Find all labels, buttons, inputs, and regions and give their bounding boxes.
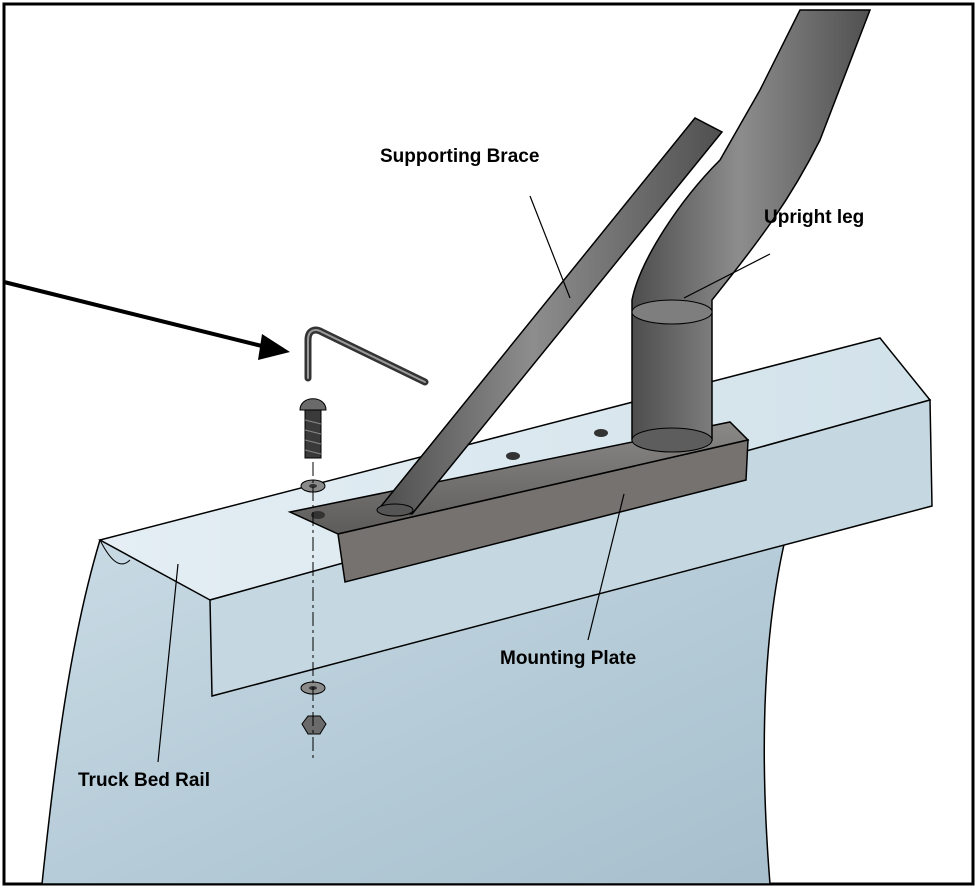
leader-upright-leg (683, 253, 771, 299)
upright-leg-label: Upright leg (764, 207, 865, 228)
leader-truck-bed-rail (157, 563, 179, 763)
plate-hole (311, 511, 325, 519)
plate-hole (594, 429, 608, 437)
upright-leg (631, 9, 872, 441)
upright-leg-base (631, 427, 713, 453)
leader-supporting-brace (529, 195, 571, 299)
truck-bed-rail-fold (99, 539, 131, 565)
truck-bed-rail-label: Truck Bed Rail (78, 770, 210, 791)
upright-leg-collar (631, 299, 713, 325)
mounting-plate-label: Mounting Plate (500, 648, 637, 669)
supporting-brace-label: Supporting Brace (380, 146, 540, 167)
mounting-plate-front (337, 439, 749, 583)
pointer-arrow (3, 280, 271, 350)
leader-mounting-plate (587, 493, 625, 641)
bolt-head (299, 398, 327, 411)
brace-end (376, 503, 414, 517)
plate-hole (506, 452, 520, 460)
pointer-arrowhead (258, 334, 290, 360)
hex-nut (301, 715, 327, 735)
